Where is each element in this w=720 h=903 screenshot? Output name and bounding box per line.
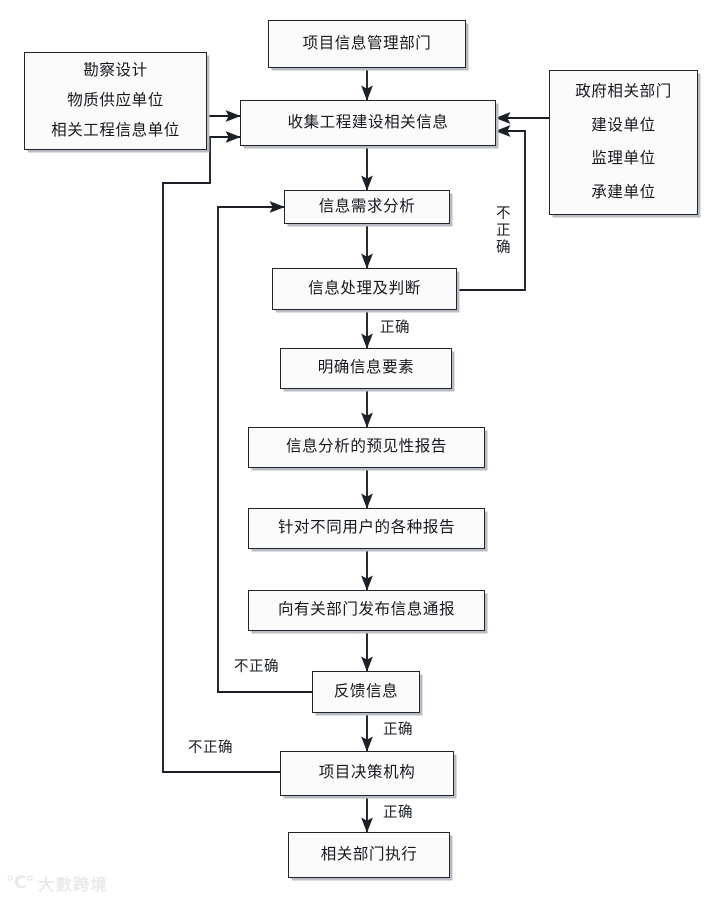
node-clarify-elements[interactable]: 明确信息要素 xyxy=(280,348,452,389)
node-sources-right-line-0: 政府相关部门 xyxy=(575,83,672,101)
edge-label-decision-incorrect: 不正确 xyxy=(188,740,233,756)
watermark: ℃° 大數跨境 xyxy=(6,871,108,895)
edge-label-process-correct: 正确 xyxy=(380,320,410,336)
watermark-label: 大數跨境 xyxy=(38,877,109,894)
node-info-dept[interactable]: 项目信息管理部门 xyxy=(268,20,466,68)
watermark-logo-icon: ℃° xyxy=(6,873,34,893)
edge-label-feedback-incorrect: 不正确 xyxy=(234,659,279,675)
edge-label-feedback-correct: 正确 xyxy=(383,722,413,738)
node-demand-analysis[interactable]: 信息需求分析 xyxy=(284,190,450,224)
node-feedback-label: 反馈信息 xyxy=(333,682,399,700)
node-sources-left-line-0: 勘察设计 xyxy=(83,61,148,79)
node-execute[interactable]: 相关部门执行 xyxy=(288,832,450,878)
node-sources-left-line-1: 物质供应单位 xyxy=(67,91,164,109)
node-decision-body-label: 项目决策机构 xyxy=(318,764,416,782)
node-clarify-elements-label: 明确信息要素 xyxy=(317,359,415,377)
node-feedback[interactable]: 反馈信息 xyxy=(312,671,420,713)
node-process-judge[interactable]: 信息处理及判断 xyxy=(272,268,457,310)
edge-label-process-incorrect: 不正确 xyxy=(496,206,511,257)
node-decision-body[interactable]: 项目决策机构 xyxy=(280,751,454,796)
node-publish-bulletin[interactable]: 向有关部门发布信息通报 xyxy=(248,590,485,631)
node-info-dept-label: 项目信息管理部门 xyxy=(302,34,432,52)
edge-process-incorrect-to-collect xyxy=(457,125,526,291)
node-forecast-report-label: 信息分析的预见性报告 xyxy=(285,438,447,456)
node-sources-left[interactable]: 勘察设计 物质供应单位 相关工程信息单位 xyxy=(24,52,207,150)
node-sources-right[interactable]: 政府相关部门 建设单位 监理单位 承建单位 xyxy=(549,70,698,215)
node-sources-right-line-1: 建设单位 xyxy=(591,116,656,134)
node-publish-bulletin-label: 向有关部门发布信息通报 xyxy=(277,601,456,619)
node-demand-analysis-label: 信息需求分析 xyxy=(318,197,416,215)
edge-label-decision-correct: 正确 xyxy=(383,805,413,821)
node-forecast-report[interactable]: 信息分析的预见性报告 xyxy=(248,427,485,468)
node-user-reports[interactable]: 针对不同用户的各种报告 xyxy=(248,508,485,549)
node-sources-left-line-2: 相关工程信息单位 xyxy=(51,121,180,139)
node-user-reports-label: 针对不同用户的各种报告 xyxy=(277,519,456,537)
node-sources-right-line-2: 监理单位 xyxy=(591,150,656,168)
node-execute-label: 相关部门执行 xyxy=(320,845,418,863)
node-sources-right-line-3: 承建单位 xyxy=(591,183,656,201)
node-collect[interactable]: 收集工程建设相关信息 xyxy=(240,100,496,146)
node-process-judge-label: 信息处理及判断 xyxy=(308,279,421,297)
node-collect-label: 收集工程建设相关信息 xyxy=(287,113,449,131)
